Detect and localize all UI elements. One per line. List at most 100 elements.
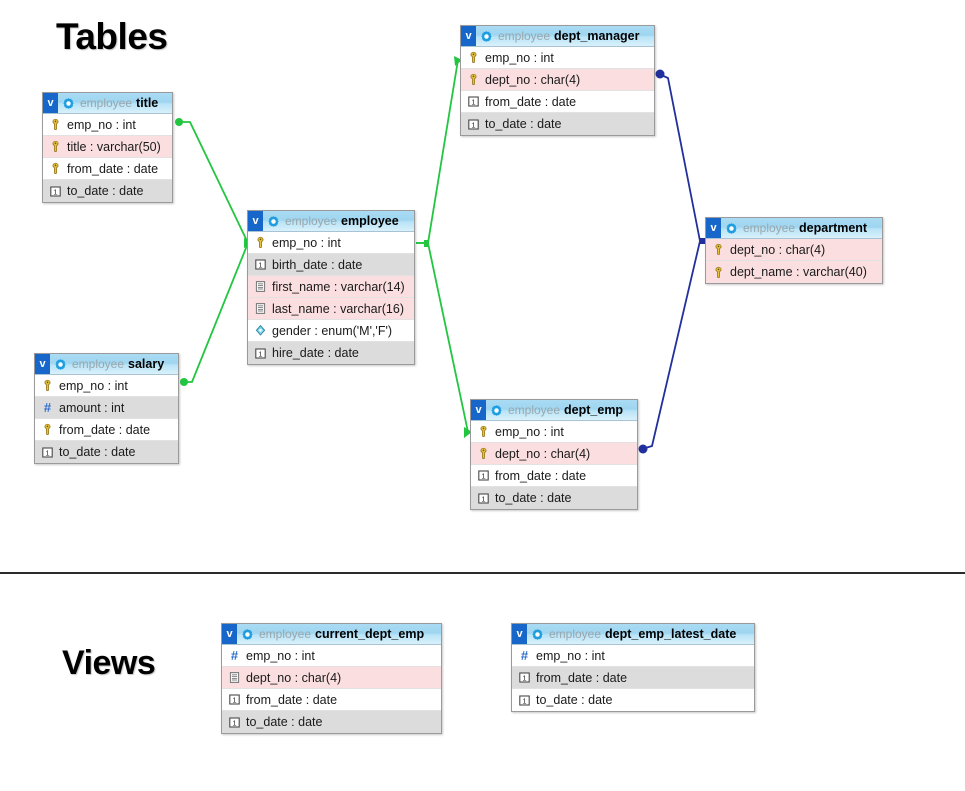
entity-name-label: title bbox=[136, 96, 159, 110]
column-label: emp_no : int bbox=[495, 424, 564, 439]
svg-text:1: 1 bbox=[258, 260, 262, 269]
column-row[interactable]: 1 from_date : date bbox=[222, 689, 441, 711]
column-label: to_date : date bbox=[485, 117, 562, 131]
date-icon: 1 bbox=[50, 185, 61, 197]
column-label: dept_name : varchar(40) bbox=[730, 265, 867, 279]
date-icon: 1 bbox=[519, 672, 530, 683]
column-row[interactable]: gender : enum('M','F') bbox=[248, 320, 414, 342]
column-row[interactable]: dept_no : char(4) bbox=[471, 443, 637, 465]
column-label: dept_no : char(4) bbox=[485, 72, 581, 87]
svg-text:1: 1 bbox=[481, 471, 485, 480]
gear-icon bbox=[726, 222, 737, 234]
key-icon bbox=[470, 51, 477, 64]
entity-name-label: dept_manager bbox=[554, 29, 640, 43]
column-row[interactable]: 1 birth_date : date bbox=[248, 254, 414, 276]
schema-label: employee bbox=[549, 627, 602, 641]
section-title-tables: Tables bbox=[56, 16, 168, 57]
column-label: to_date : date bbox=[536, 693, 613, 707]
schema-label: employee bbox=[80, 96, 133, 110]
column-row[interactable]: #emp_no : int bbox=[222, 645, 441, 667]
column-row[interactable]: title : varchar(50) bbox=[43, 136, 172, 158]
column-label: emp_no : int bbox=[67, 117, 136, 132]
svg-text:1: 1 bbox=[522, 673, 526, 682]
column-label: amount : int bbox=[59, 400, 125, 415]
svg-text:1: 1 bbox=[471, 97, 475, 106]
gear-icon bbox=[63, 97, 74, 109]
svg-text:1: 1 bbox=[481, 494, 485, 503]
column-row[interactable]: #emp_no : int bbox=[512, 645, 754, 667]
svg-text:1: 1 bbox=[53, 187, 57, 196]
column-row[interactable]: emp_no : int bbox=[471, 421, 637, 443]
date-icon: 1 bbox=[229, 694, 240, 705]
schema-label: employee bbox=[259, 627, 312, 641]
number-icon: # bbox=[230, 648, 239, 663]
view-badge-icon: v bbox=[471, 400, 486, 420]
svg-text:1: 1 bbox=[232, 718, 236, 727]
date-icon: 1 bbox=[468, 118, 479, 130]
column-row[interactable]: emp_no : int bbox=[461, 47, 654, 69]
view-badge-icon: v bbox=[35, 354, 50, 374]
column-row[interactable]: last_name : varchar(16) bbox=[248, 298, 414, 320]
column-row[interactable]: emp_no : int bbox=[248, 232, 414, 254]
column-row[interactable]: dept_no : char(4) bbox=[461, 69, 654, 91]
key-icon bbox=[715, 243, 722, 256]
column-row[interactable]: emp_no : int bbox=[43, 114, 172, 136]
column-row[interactable]: dept_name : varchar(40) bbox=[706, 261, 882, 283]
column-row[interactable]: 1 to_date : date bbox=[43, 180, 172, 202]
key-icon bbox=[52, 140, 59, 153]
key-icon bbox=[715, 266, 722, 278]
svg-text:1: 1 bbox=[232, 695, 236, 704]
gear-icon bbox=[491, 404, 502, 416]
entity-name-label: department bbox=[799, 221, 868, 235]
entity-name-label: dept_emp bbox=[564, 403, 624, 417]
column-label: from_date : date bbox=[246, 692, 338, 707]
column-row[interactable]: # amount : int bbox=[35, 397, 178, 419]
column-row[interactable]: dept_no : char(4) bbox=[706, 239, 882, 261]
connector-title-employee bbox=[176, 121, 249, 244]
schema-label: employee bbox=[285, 214, 338, 228]
gear-icon bbox=[55, 358, 66, 370]
svg-text:1: 1 bbox=[45, 448, 49, 457]
column-row[interactable]: from_date : date bbox=[35, 419, 178, 441]
column-row[interactable]: emp_no : int bbox=[35, 375, 178, 397]
column-row[interactable]: from_date : date bbox=[43, 158, 172, 180]
column-row[interactable]: first_name : varchar(14) bbox=[248, 276, 414, 298]
column-label: to_date : date bbox=[67, 184, 144, 198]
date-icon: 1 bbox=[42, 446, 53, 458]
key-icon bbox=[52, 162, 59, 175]
column-row[interactable]: dept_no : char(4) bbox=[222, 667, 441, 689]
number-icon: # bbox=[43, 400, 52, 415]
view-badge-icon: v bbox=[248, 211, 263, 231]
column-row[interactable]: 1 to_date : date bbox=[461, 113, 654, 135]
date-icon: 1 bbox=[255, 347, 266, 359]
column-label: birth_date : date bbox=[272, 257, 363, 272]
key-icon bbox=[480, 425, 487, 438]
column-label: emp_no : int bbox=[59, 378, 128, 393]
